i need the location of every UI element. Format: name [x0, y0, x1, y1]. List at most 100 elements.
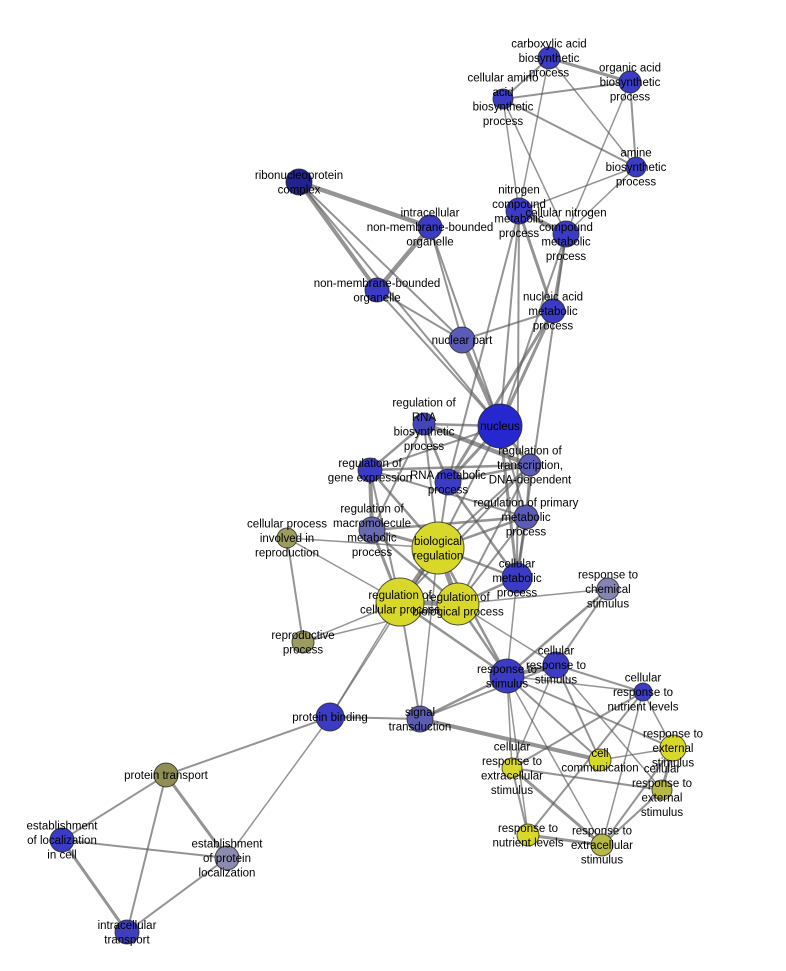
node-nitrogen-compound-metabolic-process[interactable]: [505, 197, 533, 225]
node-response-to-chemical-stimulus[interactable]: [596, 577, 620, 601]
node-nucleus[interactable]: [477, 403, 523, 449]
node-carboxylic-acid-biosynthetic-process[interactable]: [537, 46, 561, 70]
edge-cellular-response-to-stimulus--cell-communication: [555, 664, 601, 761]
node-intracellular-transport[interactable]: [114, 919, 140, 945]
edge-cellular-amino-acid-biosynthetic-process--nitrogen-compound-metabolic-process: [502, 98, 520, 212]
node-protein-binding[interactable]: [315, 702, 345, 732]
node-regulation-of-rna-biosynthetic-process[interactable]: [412, 412, 436, 436]
edge-cellular-response-to-stimulus--response-to-chemical-stimulus: [555, 588, 609, 666]
edge-response-to-stimulus--response-to-chemical-stimulus: [505, 587, 610, 678]
node-regulation-of-gene-expression[interactable]: [357, 457, 383, 483]
node-reproductive-process[interactable]: [291, 630, 315, 654]
node-organic-acid-biosynthetic-process[interactable]: [618, 70, 642, 94]
edge-cell-communication--signal-transduction: [418, 717, 602, 762]
edge-non-membrane-bounded-organelle--nuclear-part: [376, 289, 463, 341]
node-non-membrane-bounded-organelle[interactable]: [364, 277, 390, 303]
node-cell-communication[interactable]: [588, 748, 612, 772]
node-regulation-of-primary-metabolic-process[interactable]: [513, 504, 539, 530]
edge-cellular-process-involved-in-reproduction--reproductive-process: [286, 537, 304, 643]
edge-protein-transport--intracellular-transport: [126, 774, 167, 933]
edge-rna-metabolic-process--cellular-metabolic-process: [446, 480, 519, 580]
edge-protein-binding--protein-transport: [165, 716, 331, 776]
edge-response-to-stimulus--cell-communication: [506, 675, 601, 761]
node-cellular-response-to-external-stimulus[interactable]: [651, 779, 673, 801]
edge-establishment-of-localization-in-cell--establishment-of-protein-localization: [61, 839, 228, 859]
edge-response-to-chemical-stimulus--regulation-of-biological-process: [457, 588, 609, 605]
node-regulation-of-transcription-dna-dependent[interactable]: [518, 453, 542, 477]
node-establishment-of-localization-in-cell[interactable]: [49, 827, 75, 853]
node-regulation-of-biological-process[interactable]: [436, 582, 480, 626]
edge-regulation-of-transcription-dna-dependent--regulation-of-biological-process: [457, 464, 531, 605]
edges-layer: [60, 56, 675, 934]
node-rna-metabolic-process[interactable]: [434, 468, 462, 496]
node-signal-transduction[interactable]: [406, 705, 434, 733]
node-biological-regulation[interactable]: [411, 521, 465, 575]
edge-response-to-extracellular-stimulus--cellular-response-to-extracellular-stimulus: [510, 766, 604, 847]
edge-cellular-response-to-nutrient-levels--cellular-response-to-extracellular-stimulus: [511, 691, 644, 769]
node-nuclear-part[interactable]: [448, 326, 476, 354]
edge-regulation-of-rna-biosynthetic-process--regulation-of-transcription-dna-dependent: [421, 421, 533, 468]
edge-intracellular-non-membrane-bounded-organelle--non-membrane-bounded-organelle: [374, 224, 433, 293]
edge-protein-binding--biological-regulation: [329, 547, 439, 718]
edge-cellular-response-to-nutrient-levels--response-to-nutrient-levels: [527, 691, 644, 836]
node-response-to-extracellular-stimulus[interactable]: [590, 833, 614, 857]
node-label-nucleus: nucleus: [480, 421, 520, 433]
edge-cellular-response-to-stimulus--signal-transduction: [419, 664, 557, 720]
node-response-to-external-stimulus[interactable]: [659, 734, 687, 762]
node-intracellular-non-membrane-bounded-organelle[interactable]: [417, 214, 443, 240]
node-regulation-of-cellular-process[interactable]: [375, 577, 425, 627]
node-amine-biosynthetic-process[interactable]: [625, 156, 647, 178]
nodes-layer: [49, 46, 687, 945]
edge-carboxylic-acid-biosynthetic-process--nitrogen-compound-metabolic-process: [518, 57, 550, 212]
edge-signal-transduction--biological-regulation: [419, 547, 439, 720]
edge-amine-biosynthetic-process--nitrogen-compound-metabolic-process: [518, 166, 637, 212]
edge-regulation-of-macromolecule-metabolic-process--regulation-of-primary-metabolic-process: [370, 515, 528, 532]
edge-cellular-response-to-nutrient-levels--response-to-extracellular-stimulus: [601, 691, 644, 846]
edge-response-to-nutrient-levels--response-to-extracellular-stimulus: [526, 833, 604, 847]
node-label-protein-transport: protein transport: [124, 770, 209, 782]
edge-establishment-of-localization-in-cell--intracellular-transport: [60, 838, 129, 934]
edge-protein-binding--establishment-of-protein-localization: [226, 716, 331, 859]
edge-non-membrane-bounded-organelle--nucleus: [376, 289, 501, 427]
edge-cellular-amino-acid-biosynthetic-process--cellular-nitrogen-compound-metabolic-process: [502, 98, 567, 235]
node-cellular-metabolic-process[interactable]: [501, 562, 533, 594]
node-cellular-process-involved-in-reproduction[interactable]: [276, 527, 298, 549]
edge-cellular-response-to-extracellular-stimulus--cellular-response-to-external-stimulus: [511, 767, 663, 791]
node-establishment-of-protein-localization[interactable]: [214, 845, 240, 871]
node-ribonucleoprotein-complex[interactable]: [285, 168, 313, 196]
edge-response-to-external-stimulus--response-to-extracellular-stimulus: [601, 747, 674, 846]
node-cellular-amino-acid-biosynthetic-process[interactable]: [492, 88, 514, 110]
node-protein-transport[interactable]: [153, 762, 179, 788]
node-cellular-nitrogen-compound-metabolic-process[interactable]: [552, 220, 580, 248]
node-cellular-response-to-stimulus[interactable]: [542, 651, 570, 679]
node-cellular-response-to-nutrient-levels[interactable]: [633, 682, 653, 702]
node-response-to-stimulus[interactable]: [489, 658, 525, 694]
node-regulation-of-macromolecule-metabolic-process[interactable]: [358, 516, 386, 544]
edge-regulation-of-transcription-dna-dependent--rna-metabolic-process: [446, 463, 532, 484]
edge-ribonucleoprotein-complex--intracellular-non-membrane-bounded-organelle: [296, 179, 433, 230]
node-cellular-response-to-extracellular-stimulus[interactable]: [501, 757, 523, 779]
node-nucleic-acid-metabolic-process[interactable]: [540, 298, 566, 324]
edge-organic-acid-biosynthetic-process--cellular-nitrogen-compound-metabolic-process: [565, 81, 631, 235]
node-response-to-nutrient-levels[interactable]: [516, 823, 540, 847]
